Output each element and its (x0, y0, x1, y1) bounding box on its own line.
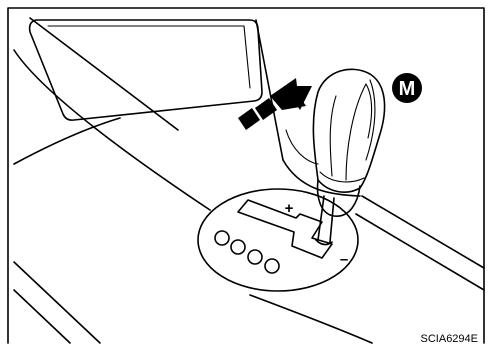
mode-m-icon: M (392, 73, 422, 103)
storage-compartment-inner (48, 26, 250, 88)
minus-label: – (340, 251, 348, 268)
shift-knob (313, 69, 384, 192)
lower-right-trim (250, 295, 372, 343)
figure-code: SCIA6294E (421, 333, 478, 345)
shift-knob-highlight (330, 84, 366, 180)
lower-trim-line-2 (14, 290, 70, 343)
position-lamp (215, 231, 229, 245)
figure-frame (8, 8, 484, 343)
shift-knob-collar (320, 172, 364, 182)
plus-label: + (285, 200, 294, 217)
position-lamp (231, 240, 245, 254)
console-floor-edge (362, 196, 484, 268)
console-floor-edge-lower (356, 214, 484, 290)
console-left-side (14, 118, 120, 164)
mode-m-letter: M (399, 78, 416, 100)
shift-knob-glint (366, 84, 372, 138)
console-inner-edge (14, 50, 210, 210)
position-lamp (248, 250, 262, 264)
console-top-edge (30, 18, 178, 130)
position-lamp (265, 259, 279, 273)
